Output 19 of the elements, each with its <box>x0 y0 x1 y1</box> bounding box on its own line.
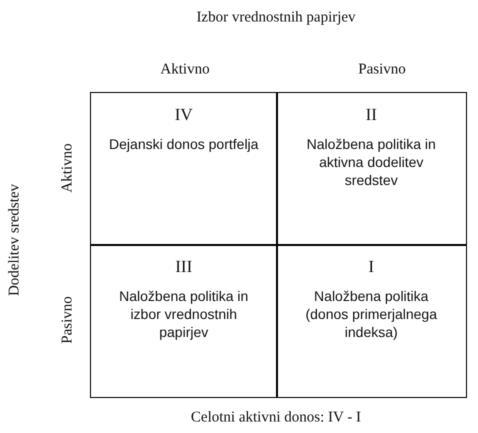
matrix-cell <box>90 92 278 246</box>
roman-numeral: I <box>368 257 374 277</box>
row-header: Aktivno <box>60 143 76 193</box>
cell-text: Naložbena politika in aktivna dodelitev sredstev <box>306 135 437 189</box>
cell-text: Dejanski donos portfelja <box>108 135 259 153</box>
roman-numeral: II <box>366 105 377 125</box>
column-header: Aktivno <box>160 62 210 78</box>
axis-title: Izbor vrednostnih papirjev <box>196 10 356 26</box>
roman-numeral: IV <box>174 105 193 125</box>
roman-numeral: III <box>175 257 192 277</box>
cell-text: Naložbena politika (donos primerjalnega indeksa) <box>304 287 438 341</box>
cell-text: Naložbena politika in izbor vrednostnih papirjev <box>118 287 250 341</box>
axis-title: Dodelitev sredstev <box>6 184 24 296</box>
matrix-cell <box>276 244 466 398</box>
matrix-cell <box>90 244 278 398</box>
column-header: Pasivno <box>358 62 406 78</box>
row-header: Pasivno <box>60 296 76 344</box>
caption: Celotni aktivni donos: IV - I <box>190 410 362 426</box>
matrix-cell <box>276 92 466 246</box>
